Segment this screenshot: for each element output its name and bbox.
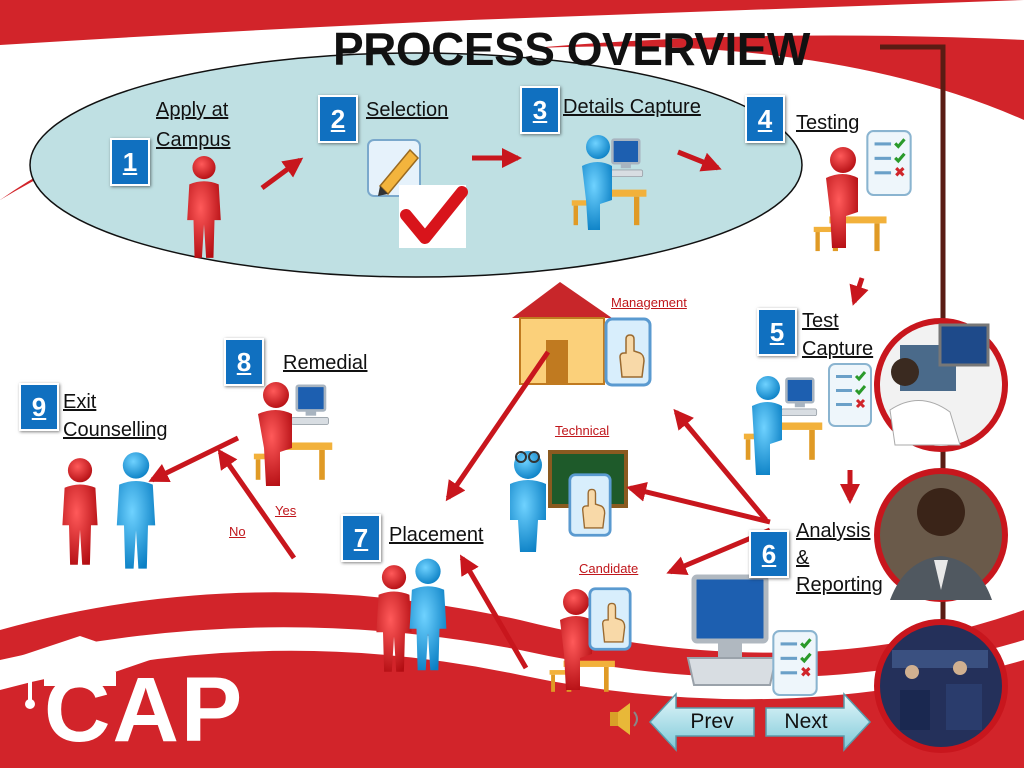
management-label: Management <box>611 295 687 310</box>
speaker-icon[interactable] <box>610 703 638 735</box>
photo-man <box>874 468 1008 602</box>
test-capture-graphic <box>743 362 872 475</box>
step-label-1-line1: Apply at <box>156 99 229 121</box>
next-button-label: Next <box>784 710 828 733</box>
prev-button-shape <box>648 692 755 752</box>
next-button-shape <box>765 692 872 752</box>
step-badge-7: 7 <box>341 514 381 562</box>
analysis-graphic <box>686 574 818 696</box>
cap-logo <box>8 636 150 709</box>
step-label-5-line2: Capture <box>802 338 874 360</box>
step-label-5-line1: Test <box>802 310 839 332</box>
step-badge-9: 9 <box>19 383 59 431</box>
step-label-6: Analysis & Reporting <box>796 518 883 599</box>
prev-button-label: Prev <box>690 710 734 733</box>
photo-office <box>874 318 1008 452</box>
step-label-2: Selection <box>366 99 449 121</box>
white-band-top <box>0 0 1024 200</box>
prev-button[interactable]: Prev <box>670 692 754 752</box>
exit-figure-blue <box>116 452 156 569</box>
step-label-7: Placement <box>389 524 484 546</box>
technical-graphic <box>510 450 628 552</box>
yes-label: Yes <box>275 503 297 518</box>
step-badge-4: 4 <box>745 95 785 143</box>
candidate-graphic <box>549 587 632 692</box>
step-label-4: Testing <box>796 112 860 134</box>
step-label-6-line1: Analysis <box>796 520 871 542</box>
step-badge-6: 6 <box>749 530 789 578</box>
step-label-9-line1: Exit <box>63 391 97 413</box>
step-label-1-line2: Campus <box>156 129 231 151</box>
step-label-1: Apply at Campus <box>156 95 230 155</box>
step-badge-5: 5 <box>757 308 797 356</box>
page-title: PROCESS OVERVIEW <box>333 23 810 75</box>
step-label-6-line2: & <box>796 547 810 569</box>
next-button[interactable]: Next <box>764 692 848 752</box>
step-badge-2: 2 <box>318 95 358 143</box>
technical-label: Technical <box>555 423 610 438</box>
selection-graphic <box>367 139 468 248</box>
step-label-9: Exit Counselling <box>63 388 168 444</box>
details-capture-graphic <box>571 135 647 230</box>
testing-graphic <box>813 130 912 252</box>
photo-workshop <box>874 619 1008 753</box>
step-label-5: Test Capture <box>802 307 873 363</box>
step-label-6-line3: Reporting <box>796 574 883 596</box>
step-label-8: Remedial <box>283 352 368 374</box>
no-label: No <box>229 524 246 539</box>
exit-figure-red <box>62 458 98 565</box>
remedial-graphic <box>253 382 333 486</box>
step-label-3: Details Capture <box>563 96 701 118</box>
flow-arrows <box>148 148 869 670</box>
step-badge-1: 1 <box>110 138 150 186</box>
logo-text: CAP <box>44 659 245 761</box>
candidate-label: Candidate <box>579 561 639 576</box>
step-label-9-line2: Counselling <box>63 419 168 441</box>
step-badge-8: 8 <box>224 338 264 386</box>
step-badge-3: 3 <box>520 86 560 134</box>
